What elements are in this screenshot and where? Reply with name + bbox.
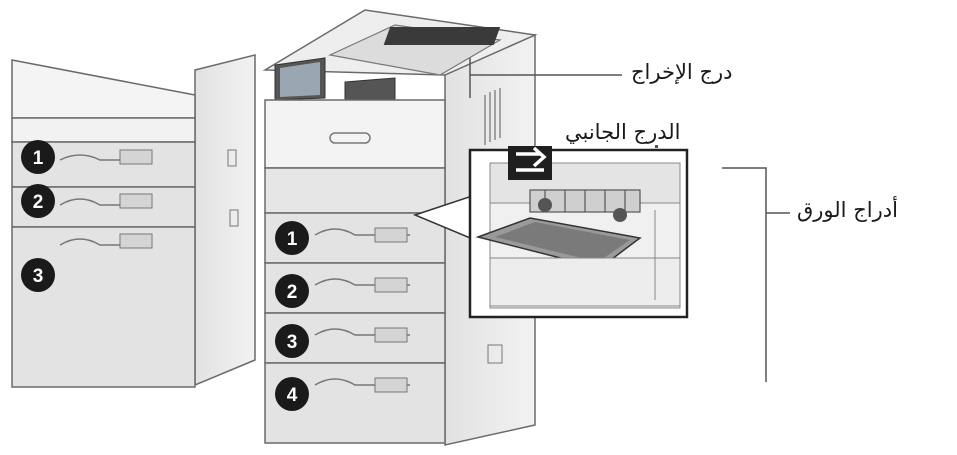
right-tray-badge-3: 3 (275, 324, 309, 358)
svg-text:3: 3 (33, 266, 44, 287)
left-tray-badge-1: 1 (21, 140, 55, 174)
right-tray-badge-2: 2 (275, 274, 309, 308)
svg-text:2: 2 (33, 192, 44, 213)
svg-text:1: 1 (33, 148, 44, 169)
svg-text:1: 1 (287, 229, 298, 250)
bypass-tray-illustration (478, 163, 680, 308)
svg-text:4: 4 (287, 385, 298, 406)
paper-trays-label: أدراج الورق (797, 198, 898, 222)
left-tray-badge-3: 3 (21, 258, 55, 292)
output-tray-label: درج الإخراج (631, 60, 733, 84)
tray-insert-arrow-icon (508, 146, 552, 180)
svg-text:2: 2 (287, 282, 298, 303)
bypass-tray-label: الدرج الجانبي (565, 120, 681, 144)
right-tray-badge-1: 1 (275, 221, 309, 255)
svg-text:3: 3 (287, 332, 298, 353)
left-printer (12, 55, 255, 387)
left-tray-badge-2: 2 (21, 184, 55, 218)
right-tray-badge-4: 4 (275, 377, 309, 411)
